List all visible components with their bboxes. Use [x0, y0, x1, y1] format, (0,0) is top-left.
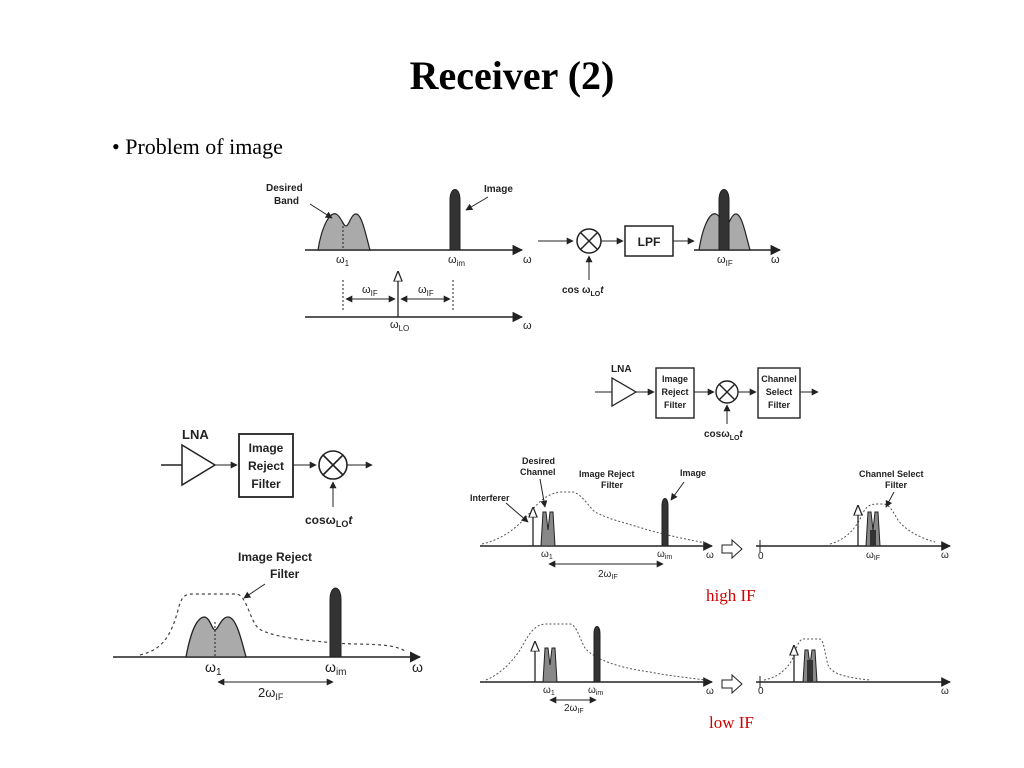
right-low-wim-label: ωim	[588, 685, 603, 697]
high-if-caption: high IF	[706, 586, 756, 605]
left-cos-label: cosωLOt	[305, 513, 353, 529]
right-high-w-label: ω	[706, 550, 714, 561]
right-mixer-icon	[715, 380, 739, 404]
left-filter-pointer	[243, 583, 266, 599]
right-irf-label-1: Image Reject	[579, 469, 635, 479]
right-csf-block	[757, 367, 801, 419]
right-interferer-pointer	[505, 502, 529, 523]
right-lna-label: LNA	[611, 364, 632, 375]
top-desired-label-1: Desired	[266, 183, 303, 194]
top-wif-left-label: ωIF	[362, 284, 378, 298]
top-w-label: ω	[523, 254, 532, 266]
right-irf-label-2: Filter	[601, 480, 624, 490]
right-receiver-diagram: LNA Image Reject Filter cosωLOt Channel …	[470, 364, 951, 715]
left-two-wif-label: 2ωIF	[258, 685, 284, 702]
right-low-if-transform-arrow	[721, 673, 743, 695]
left-filter-label-2: Filter	[270, 567, 300, 581]
right-low-zero-label: 0	[758, 686, 764, 697]
right-low-w1-label: ω1	[543, 685, 555, 697]
right-csf-line-3: Filter	[768, 400, 791, 410]
left-receiver-diagram: LNA Image Reject Filter cosωLOt Image Re…	[113, 427, 423, 702]
top-desired-band	[317, 213, 371, 251]
right-csf-pointer	[885, 491, 895, 508]
right-low-w-label: ω	[706, 686, 714, 697]
right-high-if-image	[661, 498, 669, 547]
left-image-reject-response	[139, 593, 407, 656]
right-high-w1-label: ω1	[541, 549, 553, 561]
right-csf-label-2: Filter	[885, 480, 908, 490]
right-low-if-output-image	[807, 660, 813, 682]
left-lna-label: LNA	[182, 427, 209, 442]
right-low-if-image	[593, 626, 601, 683]
left-wim-label: ωim	[325, 659, 347, 678]
right-desired-label-1: Desired	[522, 456, 555, 466]
top-image-pointer	[465, 196, 489, 211]
right-irf-line-3: Filter	[664, 400, 687, 410]
top-spectrum-diagram: Desired Band Image ω1 ωim ω ωIF ωIF ωLO …	[266, 183, 782, 333]
left-image-signal	[329, 587, 342, 658]
right-high-if-output-channel	[865, 511, 881, 547]
right-low-if-output-response	[763, 638, 871, 681]
left-w1-label: ω1	[205, 659, 222, 678]
right-high-two-wif-label: 2ωIF	[598, 569, 618, 581]
top-lpf-label: LPF	[638, 235, 661, 249]
right-csf-label-1: Channel Select	[859, 469, 924, 479]
right-high-if-transform-arrow	[721, 538, 743, 560]
left-desired-band	[185, 616, 247, 658]
right-csf-line-2: Select	[766, 387, 793, 397]
right-desired-pointer	[539, 478, 548, 508]
top-image-label: Image	[484, 184, 513, 195]
right-low-two-wif-label: 2ωIF	[564, 703, 584, 715]
left-filter-label-1: Image Reject	[238, 550, 312, 564]
left-image-reject-filter-block	[238, 433, 294, 498]
right-irf-line-1: Image	[662, 374, 688, 384]
bullet-problem-of-image: • Problem of image	[112, 134, 283, 159]
right-high-if-desired-channel	[540, 511, 556, 547]
right-channel-select-response	[829, 503, 936, 545]
right-low-output-w-label: ω	[941, 686, 949, 697]
top-wlo-label: ωLO	[390, 319, 409, 333]
top-cos-label: cos ωLOt	[562, 285, 604, 298]
right-image-pointer	[670, 481, 685, 501]
right-low-if-desired-channel	[542, 647, 558, 683]
top-w1-label: ω1	[336, 254, 350, 268]
right-interferer-label: Interferer	[470, 493, 510, 503]
right-high-if-output-image	[870, 530, 876, 546]
top-output-w-label: ω	[771, 254, 780, 266]
right-high-if-irf-response	[481, 491, 707, 545]
right-irf-line-2: Reject	[661, 387, 688, 397]
left-irf-line-1: Image	[249, 441, 284, 455]
right-high-wif-label: ωIF	[866, 550, 880, 562]
left-mixer-icon	[318, 450, 348, 480]
right-irf-block	[655, 367, 695, 419]
slide-title: Receiver (2)	[409, 53, 615, 98]
right-high-zero-label: 0	[758, 551, 764, 562]
left-irf-line-2: Reject	[248, 459, 284, 473]
top-wif-right-label: ωIF	[418, 284, 434, 298]
right-csf-line-1: Channel	[761, 374, 797, 384]
left-w-label: ω	[412, 659, 423, 675]
top-wim-label: ωim	[448, 254, 465, 268]
low-if-caption: low IF	[709, 713, 754, 732]
top-desired-label-2: Band	[274, 196, 299, 207]
right-high-output-w-label: ω	[941, 550, 949, 561]
right-cos-label: cosωLOt	[704, 429, 743, 442]
top-lo-w-label: ω	[523, 320, 532, 332]
left-irf-line-3: Filter	[251, 477, 281, 491]
left-lna-icon	[181, 443, 217, 487]
right-low-if-irf-response	[485, 623, 707, 681]
right-high-wim-label: ωim	[657, 549, 672, 561]
top-output-image	[718, 189, 730, 251]
right-image-label: Image	[680, 468, 706, 478]
top-output-wif-label: ωIF	[717, 254, 733, 268]
top-image-signal	[449, 189, 461, 251]
right-desired-label-2: Channel	[520, 467, 556, 477]
top-mixer-icon	[576, 228, 602, 254]
right-lna-icon	[611, 376, 638, 408]
top-desired-pointer	[309, 203, 333, 219]
